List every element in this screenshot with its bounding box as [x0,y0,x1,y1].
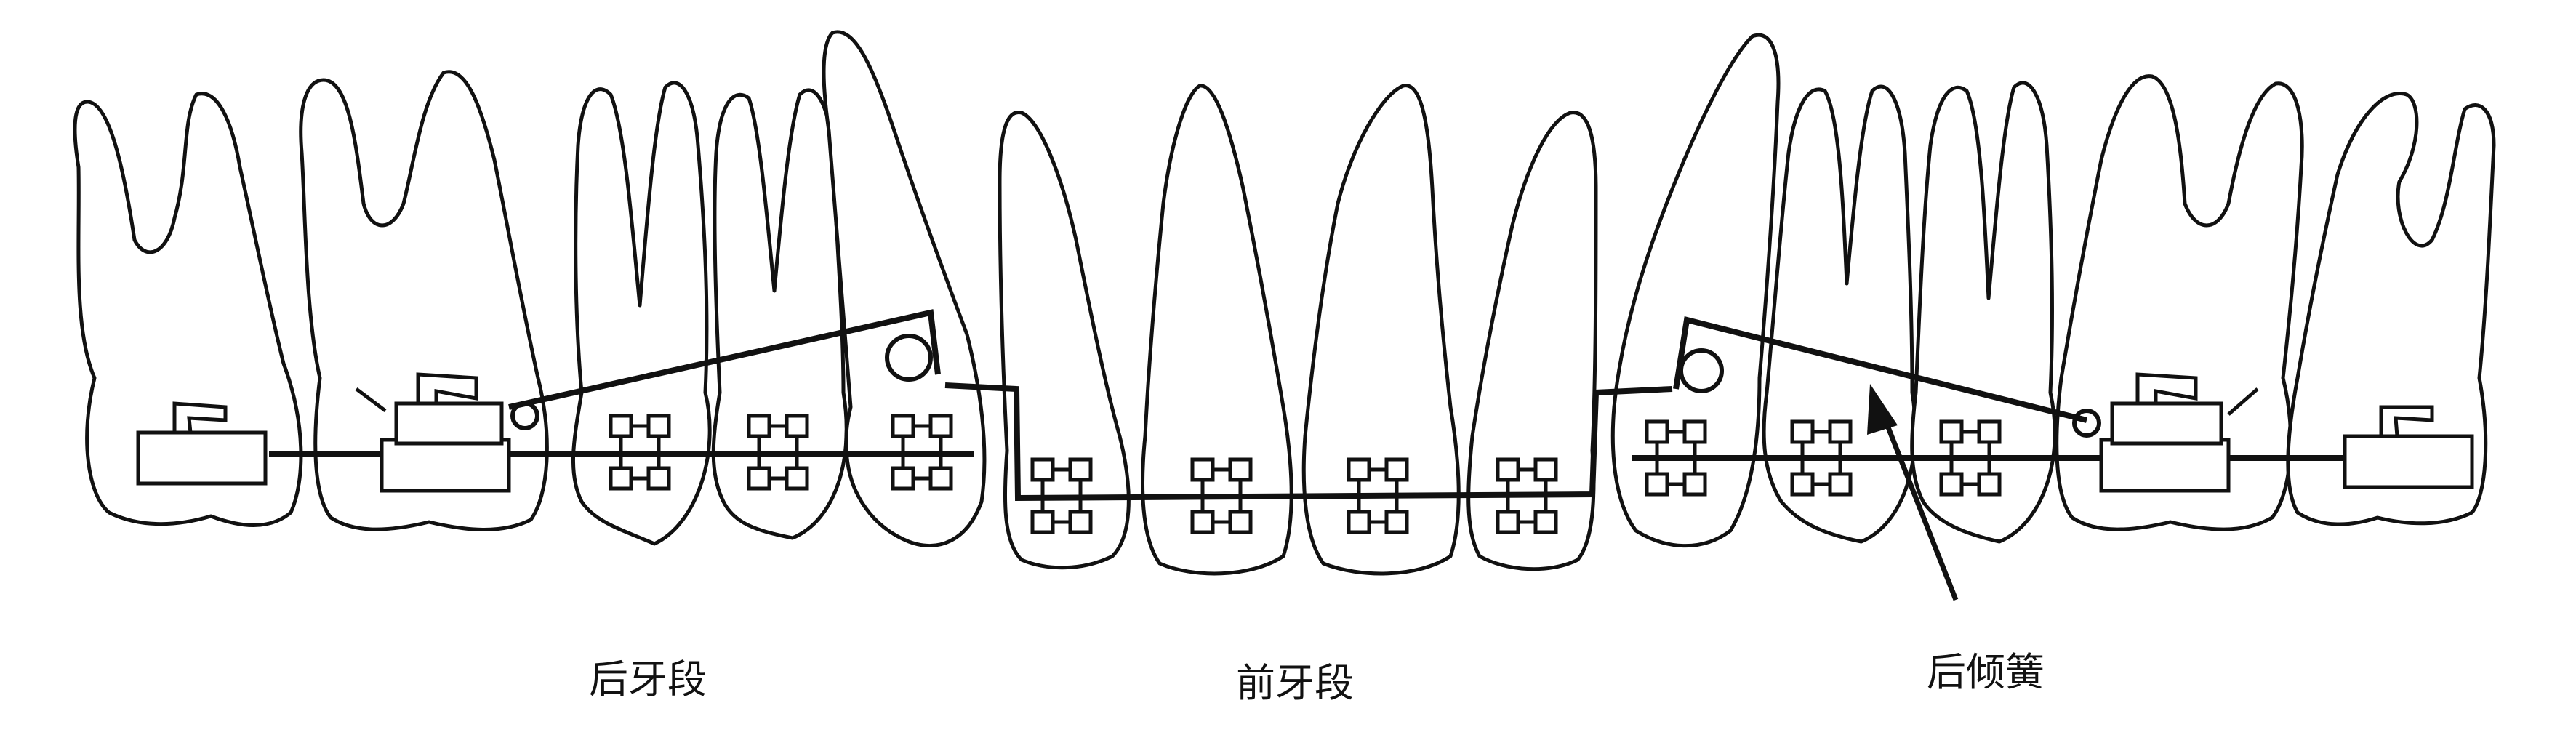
anterior-segment-wire [944,382,1673,502]
bracket-wing [1939,472,1964,497]
tipback-spring-pointer-head [1867,384,1898,435]
bracket-wing [1347,510,1371,534]
bracket-wing [1068,457,1093,482]
label-tipback-spring: 后倾簧 [1927,649,2045,695]
bracket-wing [1790,419,1815,444]
molar-tube-right-first-hook [2135,372,2198,403]
bracket-wing [1533,510,1558,534]
tooth-left-first-premolar [711,88,848,540]
tooth-right-third-molar [2286,92,2496,526]
label-anterior-segment: 前牙段 [1236,660,1354,706]
bracket-wing [928,466,953,491]
bracket-wing [646,466,671,491]
bracket-right-second-premolar [1790,419,1853,497]
molar-tube-left-first [380,438,511,493]
bracket-left-first-premolar [747,414,809,491]
bracket-wing [1939,419,1964,444]
molar-tube-left-first-spur [355,387,387,412]
label-posterior-segment: 后牙段 [589,656,707,702]
bracket-wing [1496,457,1520,482]
bracket-wing [1682,472,1707,497]
bracket-wing [1384,457,1409,482]
bracket-wing [609,466,633,491]
bracket-wing [1977,419,2002,444]
tooth-left-third-molar [73,92,303,527]
tipback-spring-pointer-line [1880,413,1959,601]
bracket-wing [646,414,671,438]
bracket-wing [1645,419,1669,444]
molar-tube-right-third [2343,434,2474,489]
molar-tube-left-third-hook [172,401,228,433]
molar-tube-left-third [136,430,268,486]
bracket-wing [1190,510,1215,534]
bracket-wing [1384,510,1409,534]
bracket-wing [609,414,633,438]
bracket-left-central-incisor [1190,457,1253,534]
bracket-wing [785,466,809,491]
tipback-spring-right-helix [1679,348,1724,393]
bracket-wing [1347,457,1371,482]
molar-tube-right-first-top [2110,401,2223,446]
tipback-spring-left-hook [510,401,539,430]
molar-tube-left-first-hook [416,372,478,403]
bracket-wing [1228,510,1253,534]
bracket-wing [1828,419,1853,444]
bracket-right-lateral-incisor [1496,457,1558,534]
tipback-spring-right-hook [2072,409,2101,438]
brackets-group [609,414,2002,534]
tooth-right-central-incisor [1301,84,1461,576]
bracket-wing [747,466,771,491]
bracket-wing [1533,457,1558,482]
bracket-right-first-molar-area [1939,419,2002,497]
bracket-left-second-premolar [609,414,671,491]
bracket-left-lateral-incisor [1030,457,1093,534]
bracket-wing [1228,457,1253,482]
bracket-wing [1828,472,1853,497]
molar-tube-right-third-hook [2379,405,2434,437]
bracket-right-central-incisor [1347,457,1409,534]
molar-tube-left-first-top [394,401,504,446]
bracket-wing [1030,510,1055,534]
tooth-right-canine [1610,33,1781,548]
bracket-wing [1977,472,2002,497]
tipback-spring-left-helix [885,334,933,382]
bracket-right-first-premolar [1645,419,1707,497]
molar-tube-right-first-spur [2227,387,2259,416]
bracket-wing [1190,457,1215,482]
tipback-spring-left-wire [508,309,941,410]
bracket-wing [1645,472,1669,497]
bracket-wing [1068,510,1093,534]
tooth-left-central-incisor [1141,84,1293,576]
bracket-wing [747,414,771,438]
bracket-wing [1496,510,1520,534]
tooth-left-second-premolar [571,81,712,546]
bracket-wing [785,414,809,438]
bracket-wing [1790,472,1815,497]
molar-tube-right-first [2099,438,2231,493]
tooth-left-lateral-incisor [998,110,1131,570]
bracket-wing [891,414,915,438]
bracket-wing [928,414,953,438]
tooth-right-lateral-incisor [1466,111,1598,571]
bracket-wing [1682,419,1707,444]
bracket-wing [1030,457,1055,482]
bracket-wing [891,466,915,491]
bracket-left-canine [891,414,953,491]
